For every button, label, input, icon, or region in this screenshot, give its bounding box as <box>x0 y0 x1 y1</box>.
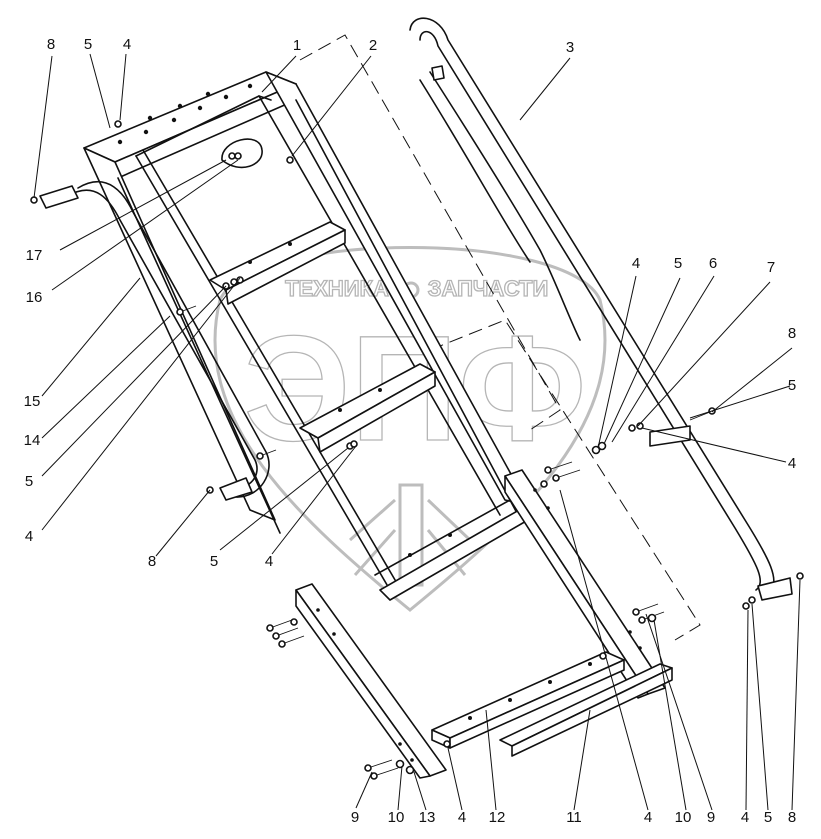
callout-8-bottom: 8 <box>788 809 796 826</box>
callout-5-mid: 5 <box>210 553 218 570</box>
fasteners <box>30 120 804 780</box>
callout-7: 7 <box>767 259 775 276</box>
watermark-text-right: ЗАПЧАСТИ <box>428 276 549 301</box>
callout-5-top: 5 <box>84 36 92 53</box>
callout-10-bottom-left: 10 <box>388 809 405 826</box>
callout-5-right: 5 <box>674 255 682 272</box>
callout-17: 17 <box>26 247 43 264</box>
callout-13: 13 <box>419 809 436 826</box>
right-handrail-part-3 <box>409 17 793 601</box>
callout-1: 1 <box>293 37 301 54</box>
callout-3: 3 <box>566 39 574 56</box>
callout-5-left: 5 <box>25 473 33 490</box>
callout-4-bottom-c: 4 <box>741 809 749 826</box>
callout-8-top: 8 <box>47 36 55 53</box>
callout-8-left: 8 <box>148 553 156 570</box>
callout-16: 16 <box>26 289 43 306</box>
callout-11: 11 <box>566 809 582 826</box>
callout-9-bottom-left: 9 <box>351 809 359 826</box>
callout-15: 15 <box>24 393 41 410</box>
callout-4-bottom-a: 4 <box>458 809 466 826</box>
step-part-12 <box>431 651 625 749</box>
left-side-plate-part-13 <box>295 583 447 779</box>
callout-4-left: 4 <box>25 528 33 545</box>
callout-4-right-lower: 4 <box>788 455 796 472</box>
callout-5-right-lower: 5 <box>788 377 796 394</box>
callout-2: 2 <box>369 37 377 54</box>
watermark-text-left: ТЕХНИКА <box>285 276 389 301</box>
callout-labels: 1 2 3 4 5 8 17 16 15 14 5 4 8 5 4 4 5 6 … <box>24 36 797 826</box>
callout-6: 6 <box>709 255 717 272</box>
callout-4-bottom-b: 4 <box>644 809 652 826</box>
callout-4-mid: 4 <box>265 553 273 570</box>
callout-10-bottom-right: 10 <box>675 809 692 826</box>
guard-part-11 <box>499 663 673 757</box>
assembly-centerlines <box>299 34 701 641</box>
leader-lines <box>33 53 801 811</box>
callout-8-right: 8 <box>788 325 796 342</box>
callout-4-top: 4 <box>123 36 131 53</box>
left-handrail <box>39 181 270 501</box>
callout-14: 14 <box>24 432 41 449</box>
callout-12: 12 <box>489 809 506 826</box>
callout-9-bottom-right: 9 <box>707 809 715 826</box>
callout-4-right: 4 <box>632 255 640 272</box>
callout-5-bottom: 5 <box>764 809 772 826</box>
